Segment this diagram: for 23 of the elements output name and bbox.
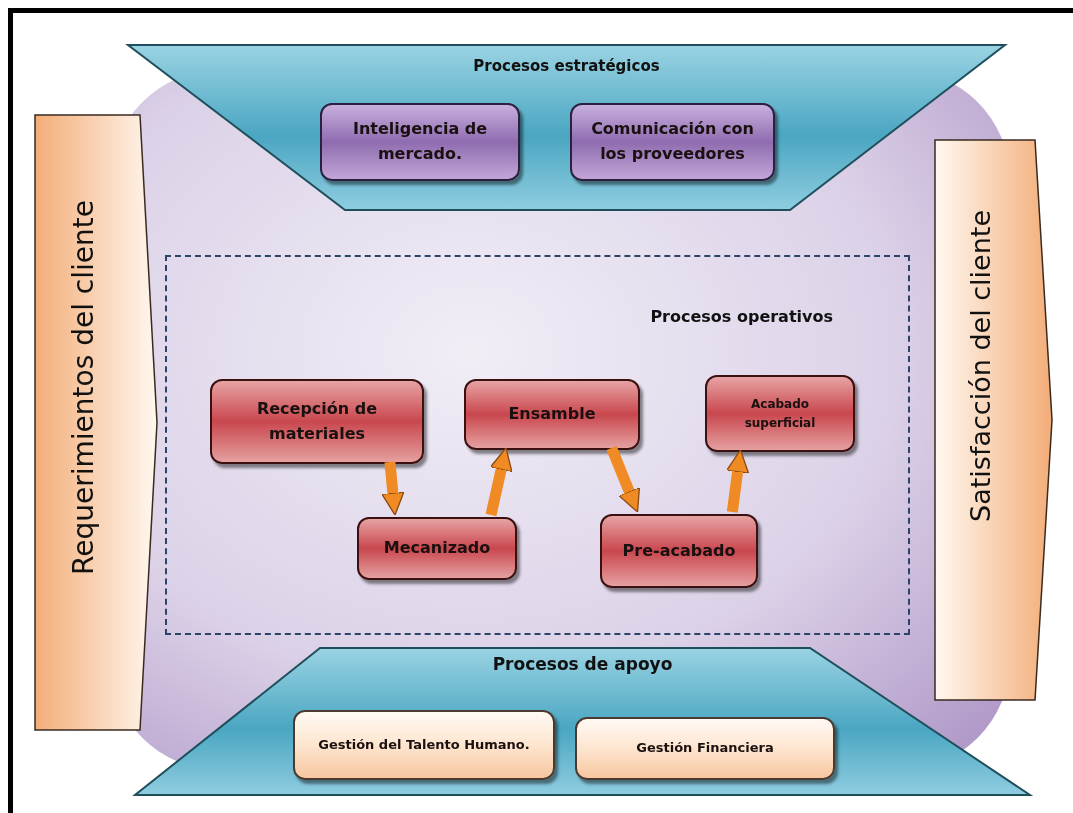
banner-label: Requerimientos del cliente <box>67 200 100 575</box>
group-heading: Procesos operativos <box>650 307 833 326</box>
band-heading: Procesos de apoyo <box>491 654 674 674</box>
band-heading: Procesos estratégicos <box>472 57 661 75</box>
process-box: Ensamble <box>464 379 640 450</box>
trapezoid-band <box>128 45 1005 210</box>
trapezoid-band <box>135 648 1030 795</box>
arrow-banner <box>935 140 1052 700</box>
process-box: Acabado superficial <box>705 375 855 452</box>
process-box: Comunicación con los proveedores <box>570 103 775 181</box>
banner-label: Satisfacción del cliente <box>965 210 996 522</box>
process-box: Pre-acabado <box>600 514 758 588</box>
flow-arrow <box>726 449 750 513</box>
flow-arrow <box>606 445 641 513</box>
process-box: Gestión Financiera <box>575 717 835 780</box>
dashed-group-frame <box>165 255 910 635</box>
flow-arrow <box>485 447 513 517</box>
process-box: Mecanizado <box>357 517 517 580</box>
process-box: Inteligencia de mercado. <box>320 103 520 181</box>
flow-arrow <box>381 461 405 516</box>
process-box: Gestión del Talento Humano. <box>293 710 555 780</box>
process-box: Recepción de materiales <box>210 379 424 464</box>
arrow-banner <box>35 115 157 730</box>
